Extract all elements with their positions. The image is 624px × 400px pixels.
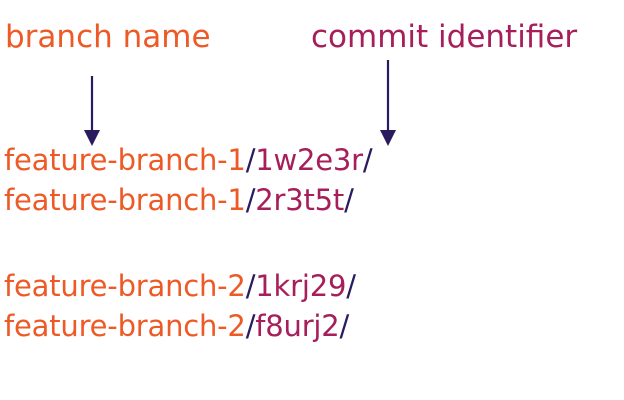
path-separator: / xyxy=(245,183,256,217)
path-separator: / xyxy=(344,183,354,217)
path-branch-segment: feature-branch-2 xyxy=(4,309,246,343)
path-separator: / xyxy=(346,269,356,303)
path-separator: / xyxy=(245,143,256,177)
path-commit-segment: 2r3t5t xyxy=(255,183,345,217)
path-separator: / xyxy=(245,269,256,303)
path-separator: / xyxy=(245,309,256,343)
path-commit-segment: 1w2e3r xyxy=(255,143,363,177)
path-branch-segment: feature-branch-1 xyxy=(4,143,246,177)
branch-name-label: branch name xyxy=(5,19,211,55)
path-separator: / xyxy=(362,143,373,177)
ref-path-line: feature-branch-1/2r3t5t/ xyxy=(4,186,354,215)
commit-arrow xyxy=(380,60,396,146)
ref-path-line: feature-branch-1/1w2e3r/ xyxy=(4,143,373,177)
path-branch-segment: feature-branch-2 xyxy=(4,269,246,303)
path-branch-segment: feature-branch-1 xyxy=(4,183,246,217)
path-commit-segment: f8urj2 xyxy=(255,309,340,343)
commit-identifier-label: commit identifier xyxy=(311,19,578,55)
ref-path-line: feature-branch-2/f8urj2/ xyxy=(4,312,349,341)
path-commit-segment: 1krj29 xyxy=(255,269,347,303)
path-separator: / xyxy=(339,309,350,343)
branch-arrow xyxy=(84,76,100,146)
ref-path-line: feature-branch-2/1krj29/ xyxy=(4,272,356,301)
